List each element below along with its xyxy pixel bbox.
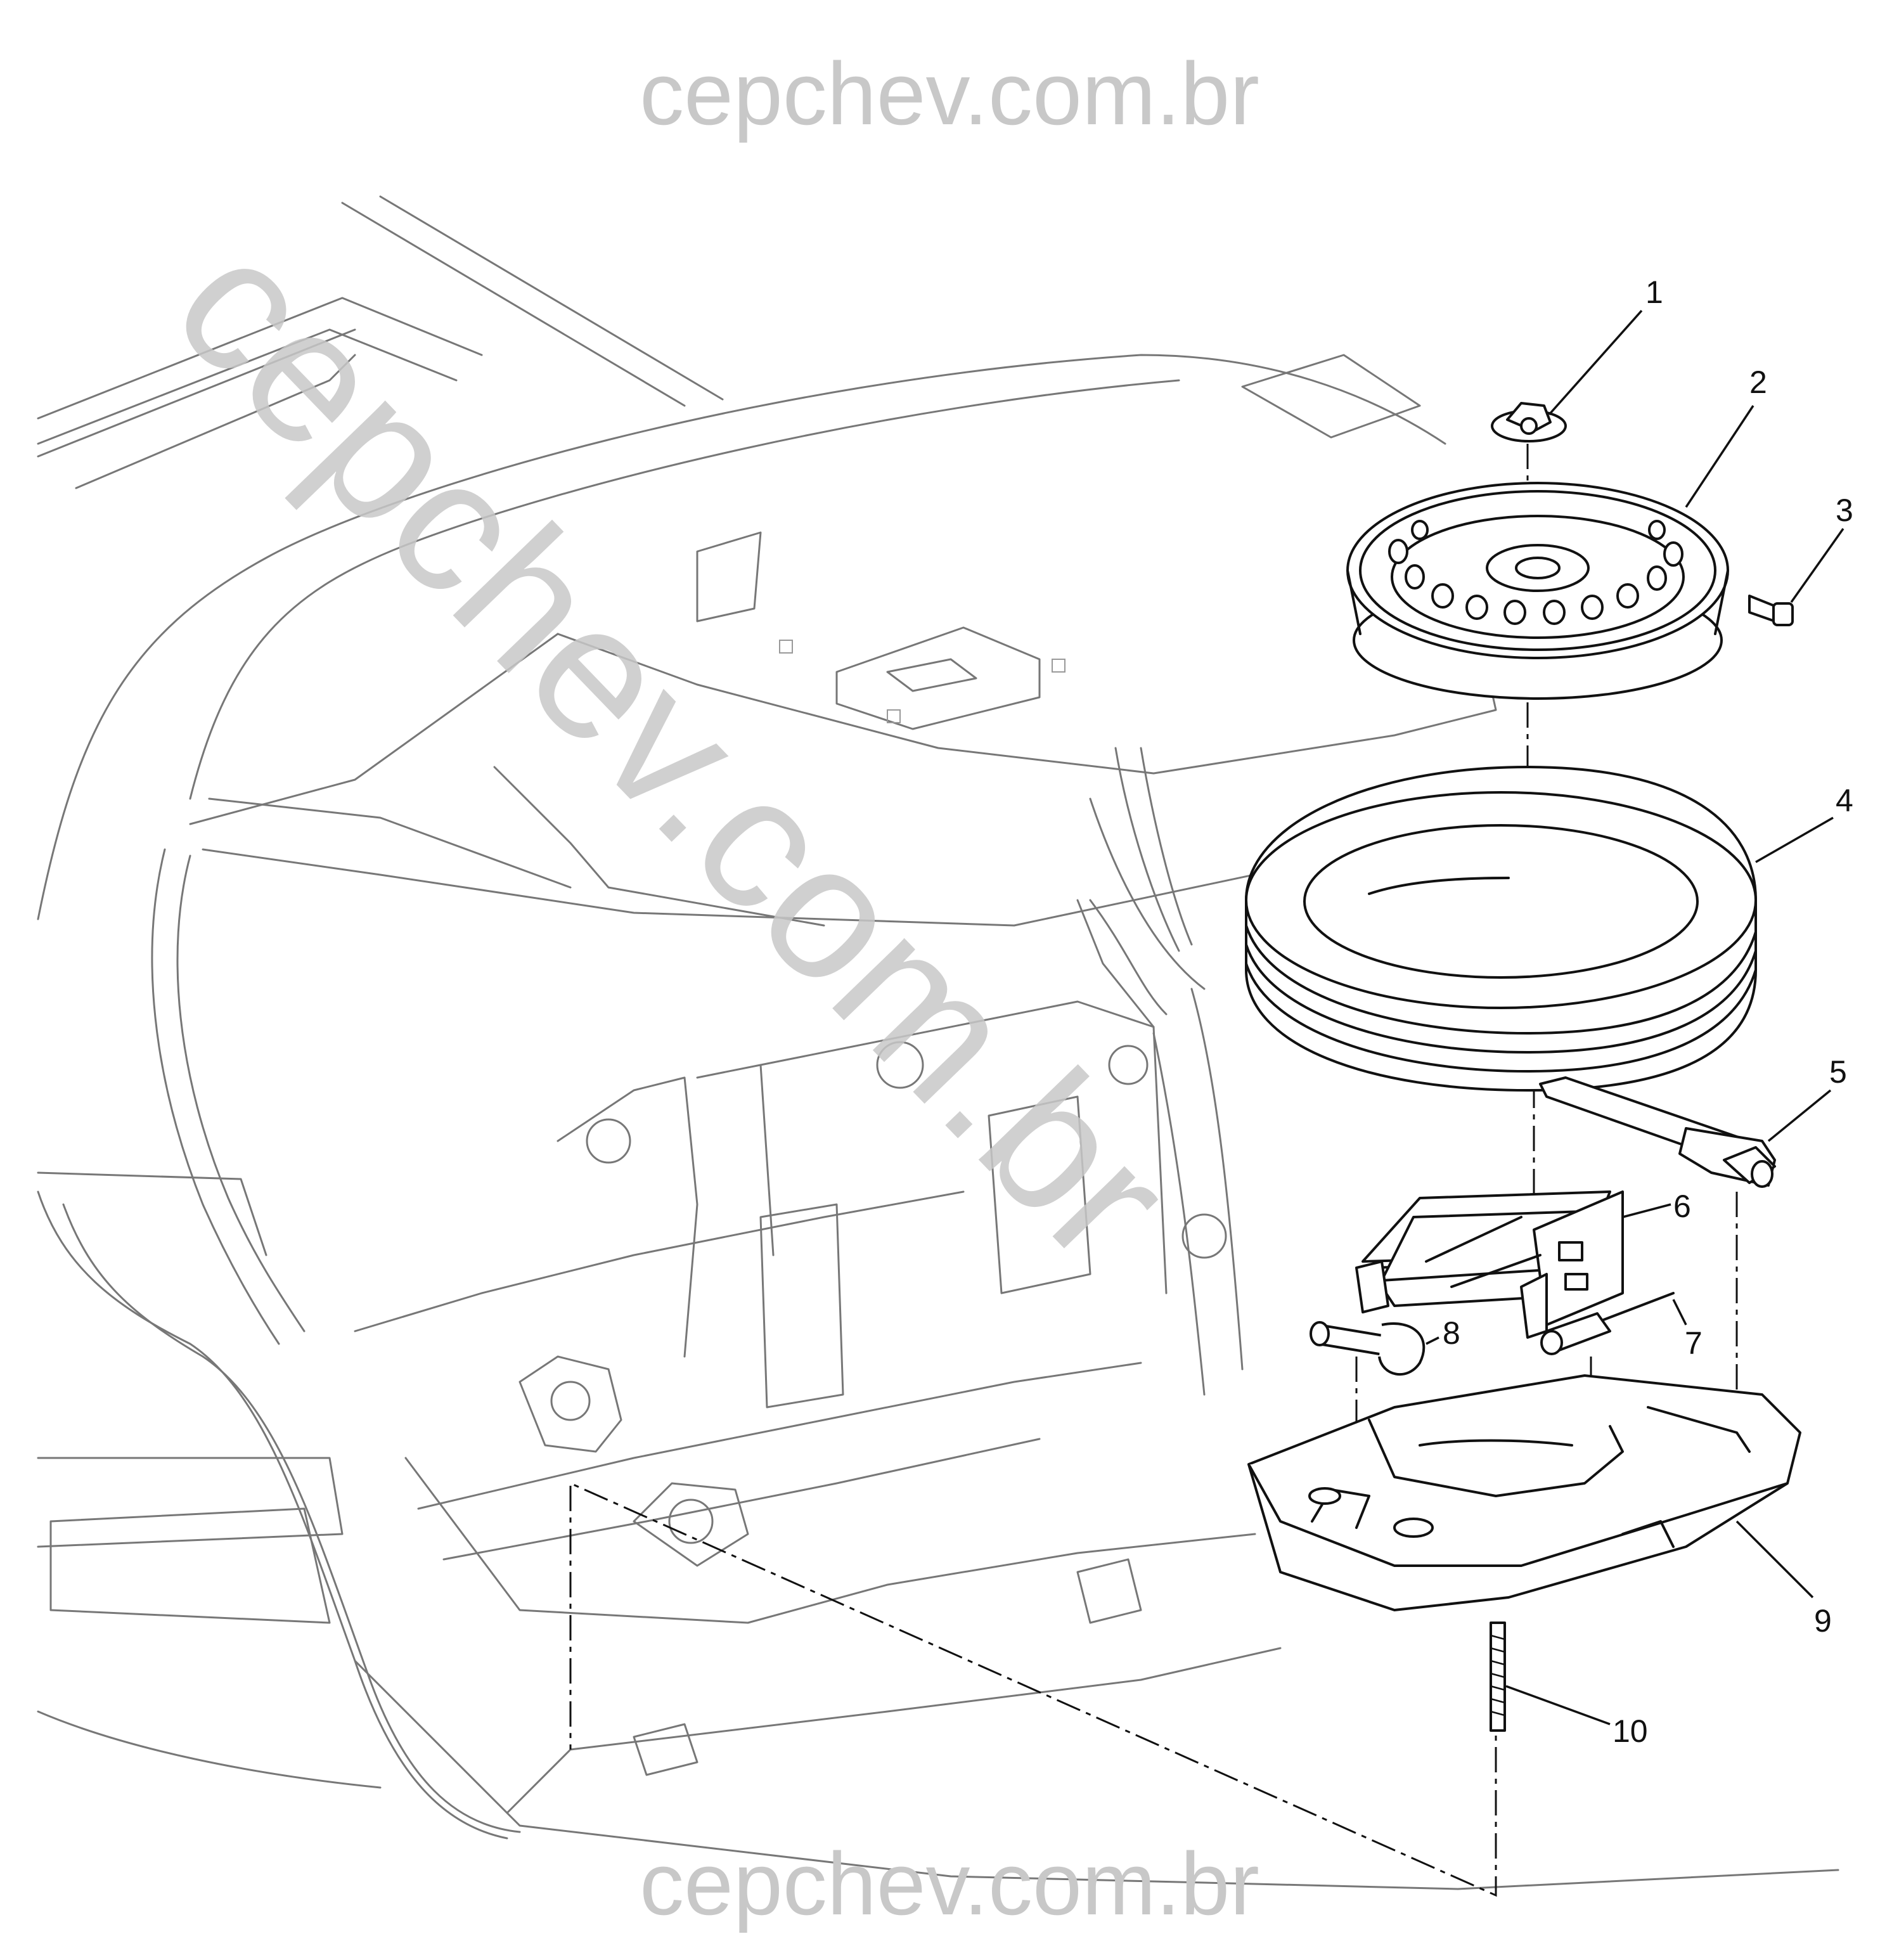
- vehicle-trunk-body: [37, 195, 1839, 1890]
- callout-10: 10: [1613, 1713, 1648, 1749]
- part-4-spare-tire: [1245, 766, 1757, 1092]
- callout-3: 3: [1836, 493, 1853, 528]
- callout-4: 4: [1836, 783, 1853, 818]
- watermark-top: cepchev.com.br: [640, 44, 1259, 143]
- part-9-spare-storage-tray: [1247, 1374, 1801, 1611]
- callout-6: 6: [1673, 1189, 1691, 1224]
- callout-8: 8: [1443, 1315, 1460, 1351]
- part-10-retainer-stud: [1490, 1622, 1506, 1732]
- part-5-wheel-wrench: [1539, 1076, 1776, 1188]
- part-2-spare-wheel-rim: [1346, 482, 1729, 700]
- callout-7: 7: [1685, 1325, 1703, 1361]
- part-7-jack-handle: [1540, 1292, 1675, 1355]
- callout-2: 2: [1749, 364, 1767, 400]
- callout-9: 9: [1814, 1603, 1832, 1639]
- part-1-wheel-retainer-nut: [1491, 402, 1567, 442]
- rim-vent-holes: [1388, 520, 1683, 625]
- callout-labels: 1 2 3 4 5 6 7 8 9 10: [1443, 274, 1853, 1749]
- callout-5: 5: [1829, 1054, 1847, 1090]
- part-3-valve-stem: [1748, 595, 1794, 626]
- part-8-tow-eye: [1310, 1321, 1426, 1376]
- part-6-scissor-jack: [1355, 1190, 1624, 1339]
- callout-leaders: [1426, 309, 1844, 1725]
- watermarks: cepchev.com.br cepchev.com.br cepchev.co…: [135, 44, 1259, 1933]
- callout-1: 1: [1645, 274, 1663, 310]
- watermark-bottom: cepchev.com.br: [640, 1834, 1259, 1933]
